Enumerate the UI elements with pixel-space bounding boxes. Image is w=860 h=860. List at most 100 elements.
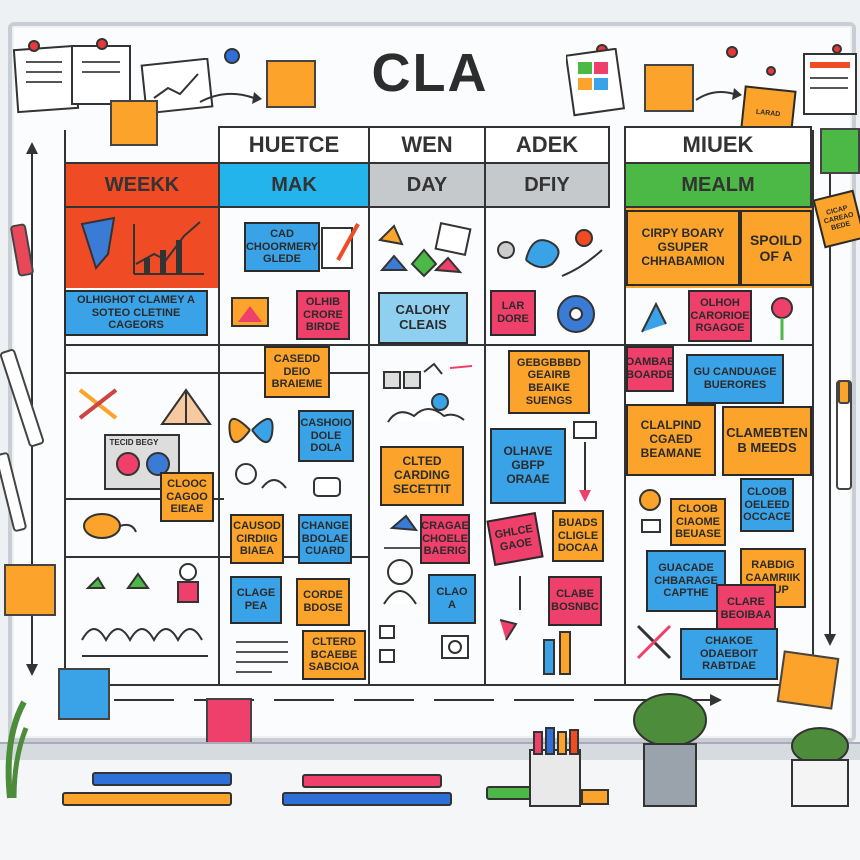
- sticky-note: CRAGAE CHOELE BAERIG: [420, 514, 470, 564]
- sticky-note: CLARE BEOIBAA: [716, 584, 776, 634]
- sticky-note: CHANGE BDOLAE CUARD: [298, 514, 352, 564]
- sticky-note: OLHAVE GBFP ORAAE: [490, 428, 566, 504]
- arrow-icon: [199, 92, 262, 104]
- sticky-note: OLHOH CARORIOE RGAGOE: [688, 290, 752, 342]
- grid-line: [368, 130, 370, 686]
- blank-sticky-note: [206, 698, 252, 748]
- grid-line: [624, 130, 626, 686]
- grid-line: [64, 556, 368, 558]
- sticky-note: CASHOIO DOLE DOLA: [298, 410, 354, 462]
- plant-icon: [5, 700, 29, 799]
- hammer-icon: [78, 388, 118, 420]
- blank-sticky-note: [820, 128, 860, 174]
- sticky-note: CLAO A: [428, 574, 476, 624]
- sketch-doodle-icon: [235, 463, 287, 489]
- sticky-note: CORDE BDOSE: [296, 578, 350, 626]
- grid-line: [64, 498, 224, 500]
- chart-paper-icon: [140, 58, 214, 115]
- camera-icon: [379, 625, 469, 663]
- sticky-note: BUADS CLIGLE DOCAA: [552, 510, 604, 562]
- sticky-note: CALOHY CLEAIS: [378, 292, 468, 344]
- blank-sticky-note: [110, 100, 158, 146]
- sticky-note: CLOOB OELEED OCCACE: [740, 478, 794, 532]
- grid-line: [812, 130, 814, 686]
- sticky-note: CLABE BOSNBC: [548, 576, 602, 626]
- grid-line: [64, 684, 814, 686]
- sticky-note: CLTERD BCAEBE SABCIOA: [302, 630, 366, 680]
- top-header-4: MIUEK: [624, 126, 812, 164]
- top-header-3: ADEK: [484, 126, 610, 164]
- sticky-note: CLOOB CIAOME BEUASE: [670, 498, 726, 546]
- column-header-dfiy: DFIY: [484, 162, 610, 208]
- column-header-day: DAY: [368, 162, 486, 208]
- column-header-mealm: MEALM: [624, 162, 812, 208]
- recycle-arrow-icon: [641, 301, 667, 333]
- plant-icon: [791, 727, 849, 807]
- people-icon: [81, 563, 208, 657]
- puzzle-gear-icon: [557, 295, 595, 333]
- blank-sticky-note: [644, 64, 694, 112]
- speech-bubble-icon: [83, 513, 137, 539]
- lightbulb-icon: [639, 489, 661, 533]
- gears-icon: [497, 229, 603, 277]
- blank-sticky-note: [58, 668, 110, 720]
- paper-pencil-icon: [321, 223, 360, 269]
- grid-line: [64, 130, 66, 686]
- grid-line: [218, 130, 220, 686]
- top-header-2: WEN: [368, 126, 486, 164]
- plant-icon: [633, 693, 707, 807]
- butterfly-icon: [228, 418, 274, 443]
- column-header-mak: MAK: [218, 162, 370, 208]
- form-paper-icon: [803, 53, 857, 115]
- sticky-note: GU CANDUAGE BUERORES: [686, 354, 784, 404]
- marker-icon: [92, 772, 232, 786]
- whiteboard-ledge: [0, 742, 860, 762]
- sticky-note: CLOOC CAGOO EIEAE: [160, 472, 214, 522]
- grid-line: [64, 344, 814, 346]
- chart-easel-icon: [231, 297, 269, 327]
- sticky-note: CLALPIND CGAED BEAMANE: [626, 404, 716, 476]
- grid-line: [484, 130, 486, 686]
- marker-icon: [282, 792, 452, 806]
- arrow-icon: [695, 88, 742, 101]
- grid-line: [64, 372, 368, 374]
- markers-icon: [499, 576, 571, 675]
- pushpin-icon: [96, 38, 108, 50]
- marker-icon: [838, 380, 850, 404]
- pushpin-icon: [726, 46, 738, 58]
- board-title: CLA: [371, 43, 489, 103]
- flower-icon: [771, 297, 793, 340]
- top-header-1: HUETCE: [218, 126, 370, 164]
- marker-icon: [302, 774, 442, 788]
- sticky-note: CAUSOD CIRDIIG BIAEA: [230, 514, 284, 564]
- sticky-note: CASEDD DEIO BRAIEME: [264, 346, 330, 398]
- sticky-note: CHAKOE ODAEBOIT RABTDAE: [680, 628, 778, 680]
- sticky-note: SPOILD OF A: [740, 210, 812, 286]
- sticky-note: OAMBAE BOARDE: [626, 346, 674, 392]
- blank-sticky-note: [266, 60, 316, 108]
- person-icon: [383, 514, 428, 605]
- blank-sticky-note: [776, 650, 840, 710]
- pushpin-icon: [28, 40, 40, 52]
- gears-icon: [383, 362, 473, 423]
- sticky-note: GEBGBBBD GEAIRB BEAIKE SUENGS: [508, 350, 590, 414]
- bookmark-icon: [573, 421, 597, 502]
- column-header-weekk: WEEKK: [64, 162, 220, 208]
- blank-sticky-note: [4, 564, 56, 616]
- pushpin-icon: [766, 66, 776, 76]
- sticky-note: CLTED CARDING SECETTIT: [380, 446, 464, 506]
- sticky-note: GUACADE CHBARAGE CAPTHE: [646, 550, 726, 612]
- sticky-note: TECID BEGY: [109, 438, 159, 448]
- tent-icon: [160, 388, 212, 425]
- sticky-note: CLAGE PEA: [230, 576, 282, 624]
- sticky-note: CLAMEBTEN B MEEDS: [722, 406, 812, 476]
- pushpin-icon: [224, 48, 240, 64]
- pen-cup-icon: [529, 727, 609, 807]
- tools-icon: [636, 624, 672, 660]
- chart-sketch-icon: [80, 216, 204, 275]
- shapes-icon: [377, 221, 472, 278]
- sticky-note: CAD CHOORMERY GLEDE: [244, 222, 320, 272]
- sticky-note: GHLCE GAOE: [486, 512, 544, 566]
- sticky-note: CIRPY BOARY GSUPER CHHABAMION: [626, 210, 740, 286]
